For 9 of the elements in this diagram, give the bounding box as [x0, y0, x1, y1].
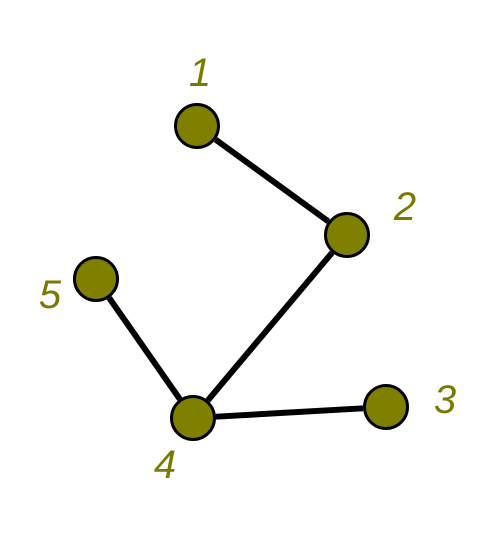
vertex-label: 2	[394, 187, 416, 227]
vertex-label: 4	[154, 445, 176, 485]
edge-line	[106, 296, 182, 401]
vertex-label: 5	[38, 275, 62, 315]
edge-line	[206, 250, 334, 402]
vertex-label: 1	[188, 53, 212, 93]
vertex-label: 3	[434, 380, 456, 420]
edge-line	[216, 405, 364, 420]
edge-line	[214, 137, 330, 224]
